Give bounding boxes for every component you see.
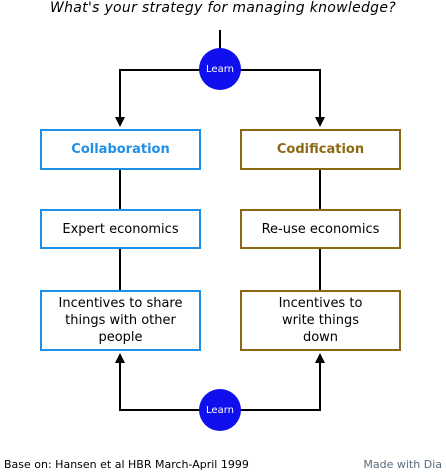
codification-box: Codification [240,129,401,170]
expert-economics-box: Expert economics [40,209,201,249]
reuse-economics-box: Re-use economics [240,209,401,249]
learn-node-top: Learn [199,48,241,90]
learn-node-bottom: Learn [199,389,241,431]
incentives-share-box: Incentives to share things with other pe… [40,290,201,351]
incentives-write-box: Incentives to write things down [240,290,401,351]
made-with-dia-credit: Made with Dia [363,458,442,471]
diagram-title: What's your strategy for managing knowle… [49,0,397,16]
source-citation: Base on: Hansen et al HBR March-April 19… [4,458,249,471]
collaboration-box: Collaboration [40,129,201,170]
